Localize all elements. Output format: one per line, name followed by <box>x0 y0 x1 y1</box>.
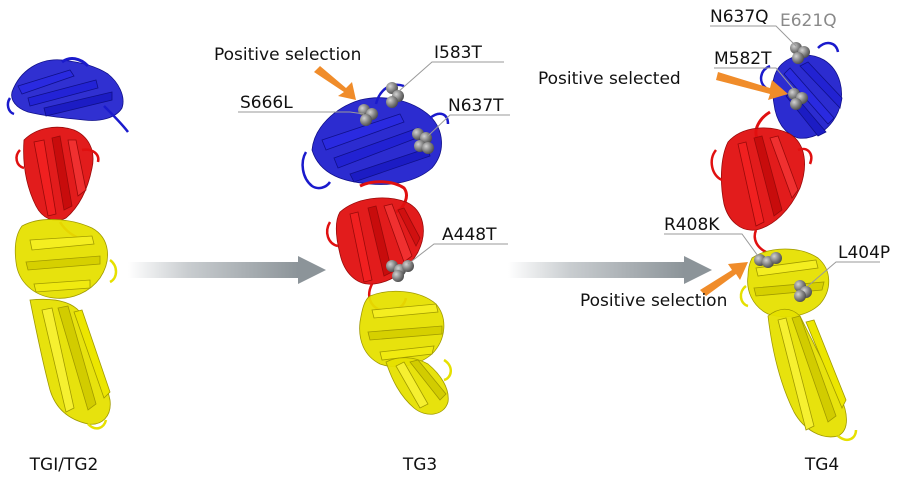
residue-spheres-tg4 <box>754 42 812 302</box>
caption-tg3: TG3 <box>402 455 437 475</box>
domain-blue <box>6 57 129 133</box>
mutation-label-n637q: N637Q <box>710 7 769 27</box>
caption-tgi-tg2: TGI/TG2 <box>29 455 99 475</box>
structure-tg3 <box>301 82 452 415</box>
mutation-label-i583t: I583T <box>434 43 482 63</box>
transition-arrow-1-shaft <box>128 262 298 278</box>
residue-i583t <box>386 82 404 108</box>
mutation-label-e621q: E621Q <box>780 11 837 31</box>
mutation-label-a448t: A448T <box>442 225 497 245</box>
mutation-label-m582t: M582T <box>714 49 772 69</box>
mutation-label-n637t: N637T <box>448 96 504 116</box>
residue-m582t <box>788 88 808 110</box>
transition-arrow-2-shaft <box>508 262 684 278</box>
annotation-positive-selection-tg3: Positive selection <box>214 45 361 65</box>
domain-yellow <box>14 219 118 430</box>
annotation-positive-selected-tg4: Positive selected <box>538 69 681 89</box>
domain-red <box>710 110 813 254</box>
residue-l404p <box>794 280 812 302</box>
residue-a448t <box>386 260 414 282</box>
structure-tgi-tg2 <box>6 57 129 430</box>
residue-r408k <box>754 252 782 268</box>
residue-spheres-tg3 <box>358 82 434 282</box>
residue-n637q-e621q <box>790 42 810 64</box>
transition-arrow-1-head <box>298 256 326 284</box>
domain-yellow <box>739 248 858 441</box>
domain-blue <box>301 83 450 190</box>
mutation-label-l404p: L404P <box>838 243 890 263</box>
captions: TGI/TG2 TG3 TG4 <box>29 455 840 475</box>
annotation-positive-selection-tg4: Positive selection <box>580 291 727 311</box>
caption-tg4: TG4 <box>804 455 839 475</box>
annotation-arrow-tg4-upper <box>716 72 788 100</box>
leader-lines <box>238 25 880 287</box>
mutation-label-r408k: R408K <box>664 215 720 235</box>
mutation-label-s666l: S666L <box>240 93 293 113</box>
annotation-arrows <box>314 66 788 296</box>
transition-arrow-2-head <box>684 256 712 284</box>
labels: Positive selection S666L I583T N637T A44… <box>214 7 890 311</box>
annotation-arrow-tg4-lower <box>700 262 748 296</box>
domain-yellow <box>359 291 452 415</box>
annotation-arrow-tg3 <box>314 66 356 100</box>
structure-tg4 <box>710 41 858 441</box>
domain-red <box>326 180 424 313</box>
residue-s666l <box>358 104 378 126</box>
